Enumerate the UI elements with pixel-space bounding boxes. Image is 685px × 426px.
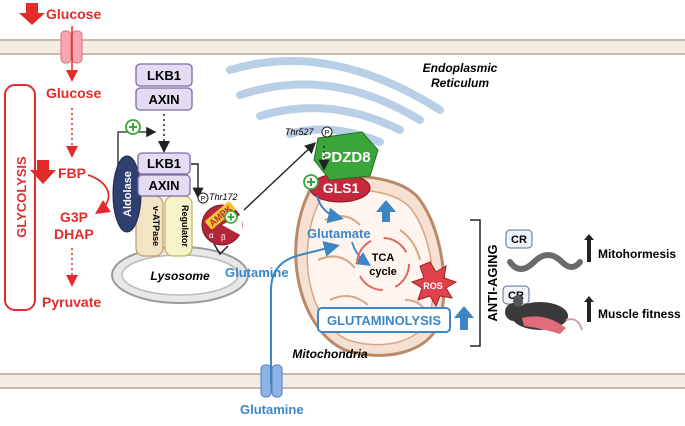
- glucose-down-arrow-icon: [19, 3, 45, 25]
- mitohormesis-label: Mitohormesis: [598, 247, 676, 261]
- worm-icon: [507, 252, 583, 272]
- fbp-label: FBP: [58, 165, 86, 181]
- svg-text:β: β: [221, 233, 226, 242]
- glycolysis-label: GLYCOLYSIS: [14, 156, 29, 238]
- aldolase-plus-icon: [125, 119, 141, 135]
- svg-text:GLS1: GLS1: [323, 180, 360, 196]
- muscle-up-arrow-icon: [584, 296, 594, 322]
- glutamate-label: Glutamate: [307, 226, 371, 241]
- dhap-label: DHAP: [54, 226, 94, 242]
- cr-badge-worm: CR: [505, 229, 533, 249]
- svg-text:GLUTAMINOLYSIS: GLUTAMINOLYSIS: [327, 313, 441, 328]
- g3p-label: G3P: [60, 209, 88, 225]
- glycolysis-pathway: Glucose Glucose FBP G3P DHAP Pyruvate GL…: [4, 3, 111, 311]
- lkb1-axin-free: LKB1 AXIN: [135, 63, 193, 111]
- svg-text:LKB1: LKB1: [147, 68, 181, 83]
- anti-aging-section: ANTI-AGING CR Mitohormesis CR Muscle fit…: [470, 219, 681, 347]
- lysosome: Lysosome: [111, 246, 249, 304]
- thr527-phospho-icon: P: [321, 126, 333, 138]
- membrane-top: [0, 39, 685, 55]
- endoplasmic-reticulum: [226, 57, 444, 146]
- muscle-fitness-label: Muscle fitness: [598, 307, 681, 321]
- svg-text:α: α: [209, 231, 214, 240]
- svg-text:CR: CR: [511, 234, 527, 246]
- fbp-down-arrow-icon: [30, 160, 56, 184]
- svg-text:γ: γ: [238, 223, 242, 232]
- svg-text:AXIN: AXIN: [148, 178, 179, 193]
- thr172-label: Thr172: [209, 192, 238, 202]
- glucose-transporter: [60, 30, 83, 64]
- svg-text:Mitochondria: Mitochondria: [292, 347, 368, 361]
- membrane-bottom: [0, 373, 685, 389]
- svg-text:Reticulum: Reticulum: [431, 76, 489, 90]
- ampk-plus-icon: [224, 210, 238, 224]
- glutamine-bottom-label: Glutamine: [240, 402, 304, 417]
- svg-text:TCA: TCA: [372, 252, 395, 264]
- regulator: Regulator: [164, 195, 193, 257]
- glucose-label: Glucose: [46, 85, 101, 101]
- svg-text:Endoplasmic: Endoplasmic: [423, 61, 498, 75]
- lysosome-label: Lysosome: [150, 269, 210, 283]
- ros-burst: ROS: [410, 261, 458, 308]
- lkb1-axin-bound: LKB1 AXIN: [137, 152, 191, 197]
- mitohormesis-up-arrow-icon: [584, 234, 594, 262]
- thr172-phospho-icon: P: [197, 192, 209, 204]
- mouse-icon: [505, 295, 583, 334]
- pyruvate-label: Pyruvate: [42, 294, 101, 310]
- svg-text:Aldolase: Aldolase: [122, 171, 134, 217]
- svg-text:cycle: cycle: [369, 266, 397, 278]
- svg-text:Regulator: Regulator: [180, 205, 190, 248]
- svg-text:PDZD8: PDZD8: [321, 149, 370, 166]
- aldolase: Aldolase: [112, 155, 142, 233]
- svg-text:LKB1: LKB1: [147, 156, 181, 171]
- pdzd8: PDZD8 P Thr527: [285, 126, 379, 181]
- svg-text:AXIN: AXIN: [148, 92, 179, 107]
- svg-text:P: P: [325, 130, 330, 137]
- svg-text:v-ATPase: v-ATPase: [151, 206, 161, 246]
- glutamine-transporter: [260, 364, 283, 398]
- glutaminolysis-up-arrow-icon: [454, 306, 474, 330]
- svg-text:ROS: ROS: [423, 281, 443, 291]
- anti-aging-label: ANTI-AGING: [485, 244, 500, 321]
- glutamate-up-arrow-icon: [376, 200, 396, 222]
- svg-text:P: P: [201, 196, 206, 203]
- glutamine-inner-label: Glutamine: [225, 265, 289, 280]
- ampk: α β γ AMPK P Thr172: [197, 192, 243, 256]
- glucose-top-label: Glucose: [46, 6, 101, 22]
- thr527-label: Thr527: [285, 127, 315, 137]
- glutaminolysis-box: GLUTAMINOLYSIS: [317, 306, 474, 333]
- gls1-plus-icon: [303, 174, 319, 190]
- tca-cycle: TCA cycle: [356, 237, 410, 291]
